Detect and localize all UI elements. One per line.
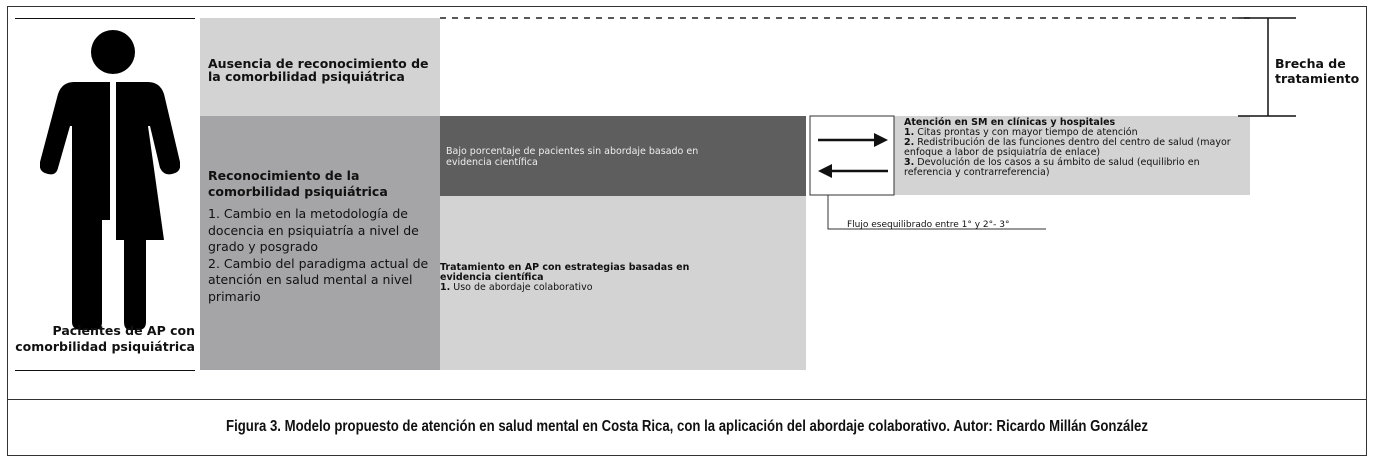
reconocimiento-item-1: 1. Cambio en la metodología de docencia … [208, 206, 419, 254]
reconocimiento-list: 1. Cambio en la metodología de docencia … [208, 206, 438, 305]
atencion-sm-title: Atención en SM en clínicas y hospitales [904, 117, 1116, 128]
tratamiento-item-1: 1. Uso de abordaje colaborativo [440, 282, 593, 293]
figure-frame [7, 6, 1367, 456]
box-bajo-porcentaje [440, 116, 806, 196]
caption-divider [7, 399, 1367, 400]
atencion-sm-item-3: 3. Devolución de los casos a su ámbito d… [904, 157, 1200, 178]
atencion-sm-text: Atención en SM en clínicas y hospitales … [904, 118, 1244, 178]
atencion-sm-item-2: 2. Redistribución de las funciones dentr… [904, 137, 1231, 158]
box-reconocimiento [200, 116, 440, 370]
person-bottom-line [15, 370, 195, 371]
bajo-porcentaje-text: Bajo porcentaje de pacientes sin abordaj… [446, 146, 699, 168]
box-tratamiento [440, 196, 806, 370]
box-atencion-sm [894, 116, 1250, 195]
brecha-label: Brecha de tratamiento [1275, 56, 1360, 86]
reconocimiento-title: Reconocimiento de la comorbilidad psiqui… [208, 168, 388, 199]
patient-person-icon [40, 30, 180, 330]
atencion-sm-item-1: 1. Citas prontas y con mayor tiempo de a… [904, 127, 1138, 138]
flujo-label: Flujo esequilibrado entre 1° y 2°- 3° [847, 220, 1010, 230]
reconocimiento-item-2: 2. Cambio del paradigma actual de atenci… [208, 255, 429, 304]
ausencia-text: Ausencia de reconocimiento de la comorbi… [208, 56, 429, 84]
box-ausencia [200, 18, 440, 116]
tratamiento-text: Tratamiento en AP con estrategias basada… [440, 263, 740, 293]
person-top-line [15, 18, 195, 19]
tratamiento-title: Tratamiento en AP con estrategias basada… [440, 262, 690, 283]
person-label: Pacientes de AP con comorbilidad psiquiá… [15, 323, 195, 354]
figure-caption: Figura 3. Modelo propuesto de atención e… [226, 418, 1148, 435]
